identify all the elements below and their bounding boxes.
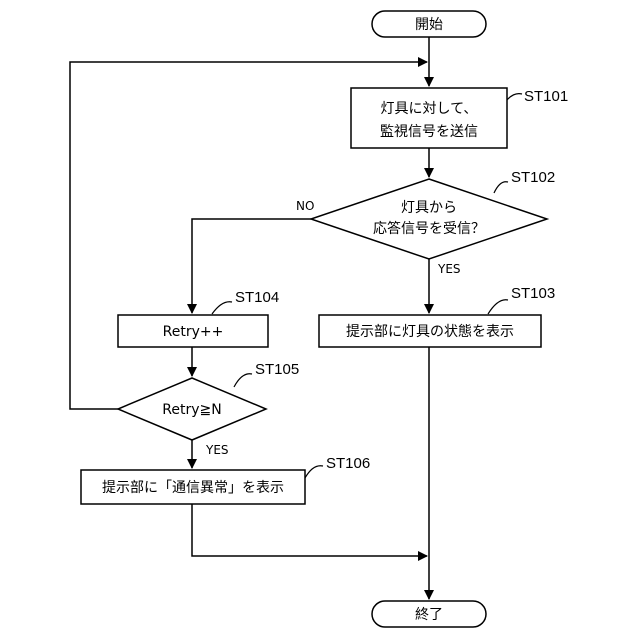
st102-decision: 灯具から 応答信号を受信？: [311, 179, 547, 259]
st102-line1: 灯具から: [401, 200, 457, 216]
st104-process: Retry++: [118, 315, 268, 347]
st101-process: 灯具に対して、 監視信号を送信: [351, 88, 507, 148]
st104-id: ST104: [235, 289, 279, 306]
st105-yes-label: YES: [205, 443, 229, 457]
st101-leader: [507, 94, 522, 100]
st105-id: ST105: [255, 361, 299, 378]
st106-id: ST106: [326, 455, 370, 472]
st102-no-label: NO: [296, 199, 314, 213]
st101-line2: 監視信号を送信: [380, 123, 478, 140]
end-label: 終了: [415, 607, 443, 623]
st102-line2: 応答信号を受信？: [373, 220, 485, 237]
st102-id: ST102: [511, 169, 555, 186]
st103-process: 提示部に灯具の状態を表示: [319, 315, 541, 347]
st101-line1: 灯具に対して、: [381, 101, 478, 117]
st103-label: 提示部に灯具の状態を表示: [346, 324, 514, 340]
st105-decision: Retry≧N: [118, 378, 266, 440]
st103-id: ST103: [511, 285, 555, 302]
st103-leader: [488, 300, 508, 314]
connector-st106-to-merge: [192, 504, 427, 556]
st106-process: 提示部に「通信異常」を表示: [81, 470, 305, 504]
st105-label: Retry≧N: [162, 402, 221, 418]
start-label: 開始: [415, 17, 443, 33]
st104-leader: [212, 302, 232, 314]
st101-id: ST101: [524, 88, 568, 105]
start-terminal: 開始: [372, 11, 486, 37]
st102-leader: [494, 182, 508, 193]
end-terminal: 終了: [372, 601, 486, 627]
st105-leader: [234, 374, 252, 387]
st106-leader: [305, 466, 323, 478]
st106-label: 提示部に「通信異常」を表示: [102, 480, 284, 496]
st104-label: Retry++: [163, 324, 224, 340]
st102-yes-label: YES: [437, 262, 461, 276]
